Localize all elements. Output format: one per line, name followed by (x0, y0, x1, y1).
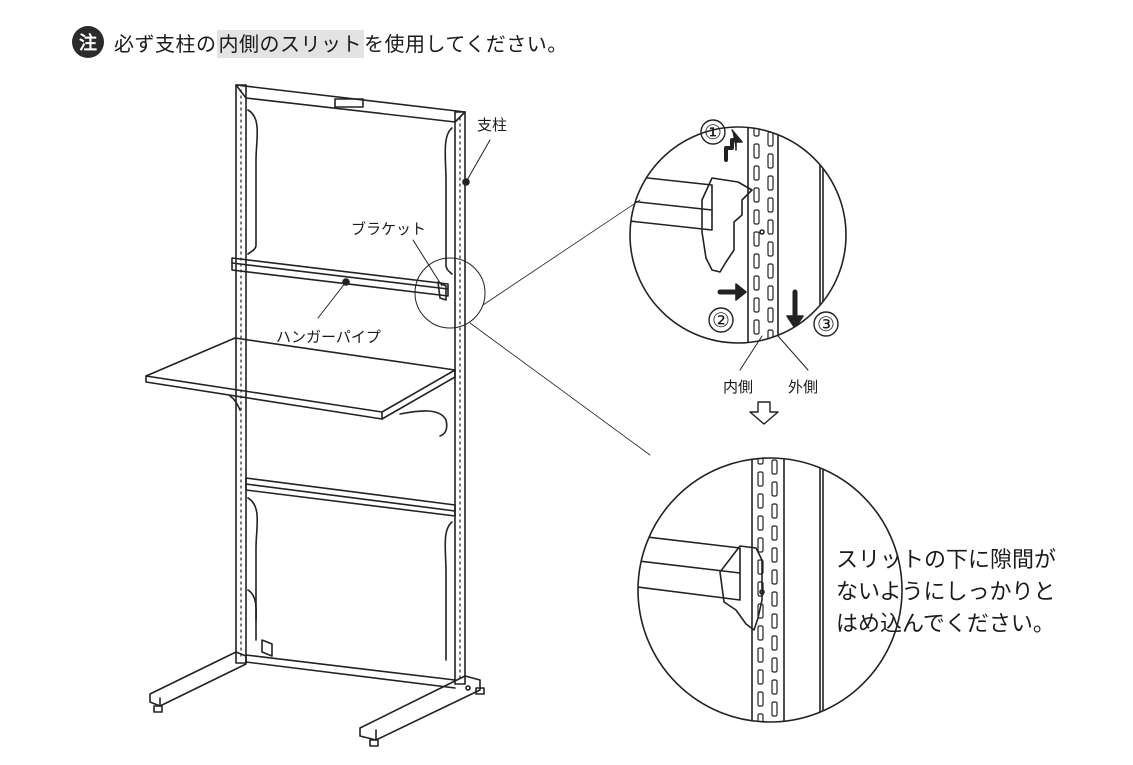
post-slot (771, 591, 778, 607)
left-foot (149, 651, 247, 713)
post-slot (757, 559, 764, 575)
post-slot (753, 231, 760, 247)
post-slot (767, 307, 774, 323)
post-slot (757, 493, 764, 509)
post-slot (772, 724, 777, 738)
post-slot (771, 613, 778, 629)
post-slot (771, 547, 778, 563)
left-post (235, 84, 247, 664)
shelf (145, 337, 456, 437)
post-slot (753, 319, 760, 335)
label-post: 支柱 (477, 116, 508, 134)
post-slot (771, 525, 778, 541)
post-slot (767, 241, 774, 257)
label-bracket: ブラケット (351, 220, 427, 238)
label-inner: 内側 (723, 378, 754, 396)
post-slot (753, 209, 760, 225)
post-slot (757, 647, 764, 663)
caution-text-before: 必ず支柱の (114, 31, 217, 56)
post-slot (753, 297, 760, 313)
hanger-pipe (231, 257, 449, 301)
post-slot (771, 701, 778, 717)
post-slot (771, 569, 778, 585)
post-slot (757, 515, 764, 531)
label-outer: 外側 (788, 378, 819, 396)
post-slot (771, 679, 778, 695)
detail-circle-bottom (637, 457, 903, 738)
post-slot (768, 110, 773, 124)
instruction-line-3: はめ込んでください。 (836, 612, 1055, 637)
post-slot (757, 691, 764, 707)
right-post (454, 111, 466, 685)
post-slot (771, 635, 778, 651)
post-slot (757, 713, 764, 722)
post-slot (771, 657, 778, 673)
post-slot (767, 175, 774, 191)
top-label-plate (334, 98, 364, 108)
post-slot (757, 537, 764, 553)
post-slot (754, 100, 759, 114)
post-slot (753, 143, 760, 159)
caution-text-highlight: 内側のスリット (216, 29, 364, 58)
post-slot (768, 352, 773, 366)
detail-circle-top (629, 100, 847, 388)
step-3: ③ (817, 312, 835, 336)
post-slot (771, 459, 778, 475)
caution-badge: 注 (72, 26, 104, 58)
label-hanger-pipe: ハンガーパイプ (276, 328, 381, 346)
detail-callout-circle (414, 257, 486, 329)
caution-note: 注 必ず支柱の内側のスリットを使用してください。 (72, 24, 568, 60)
post-slot (757, 669, 764, 685)
post-slot (767, 329, 774, 343)
post-slot (767, 131, 774, 147)
post-slot (753, 253, 760, 269)
post-slot (767, 285, 774, 301)
post-slot (771, 503, 778, 519)
post-slot (768, 374, 773, 388)
post-slot (771, 481, 778, 497)
post-slot (753, 165, 760, 181)
post-slot (753, 187, 760, 203)
post-slot (757, 471, 764, 487)
post-slot (767, 153, 774, 169)
step-2: ② (712, 308, 730, 332)
lower-rail (245, 477, 456, 517)
instruction-line-2: ないようにしっかりと (836, 580, 1056, 605)
caution-text-after: を使用してください。 (364, 31, 568, 56)
post-slot (757, 458, 764, 465)
post-slot (767, 219, 774, 235)
post-slot (757, 581, 764, 597)
post-slot (757, 625, 764, 641)
caution-text: 必ず支柱の内側のスリットを使用してください。 (114, 28, 568, 58)
down-hollow-arrow-icon (749, 401, 779, 425)
post-slot (754, 364, 759, 378)
post-slot (753, 275, 760, 291)
right-foot (359, 675, 485, 747)
instruction-line-1: スリットの下に隙間が (836, 548, 1057, 573)
rack-illustration (145, 84, 651, 747)
instruction-text: スリットの下に隙間が ないようにしっかりと はめ込んでください。 (836, 545, 1056, 641)
post-slot (767, 263, 774, 279)
top-frame (235, 84, 466, 123)
post-slot (767, 197, 774, 213)
step-1: ① (704, 120, 722, 144)
